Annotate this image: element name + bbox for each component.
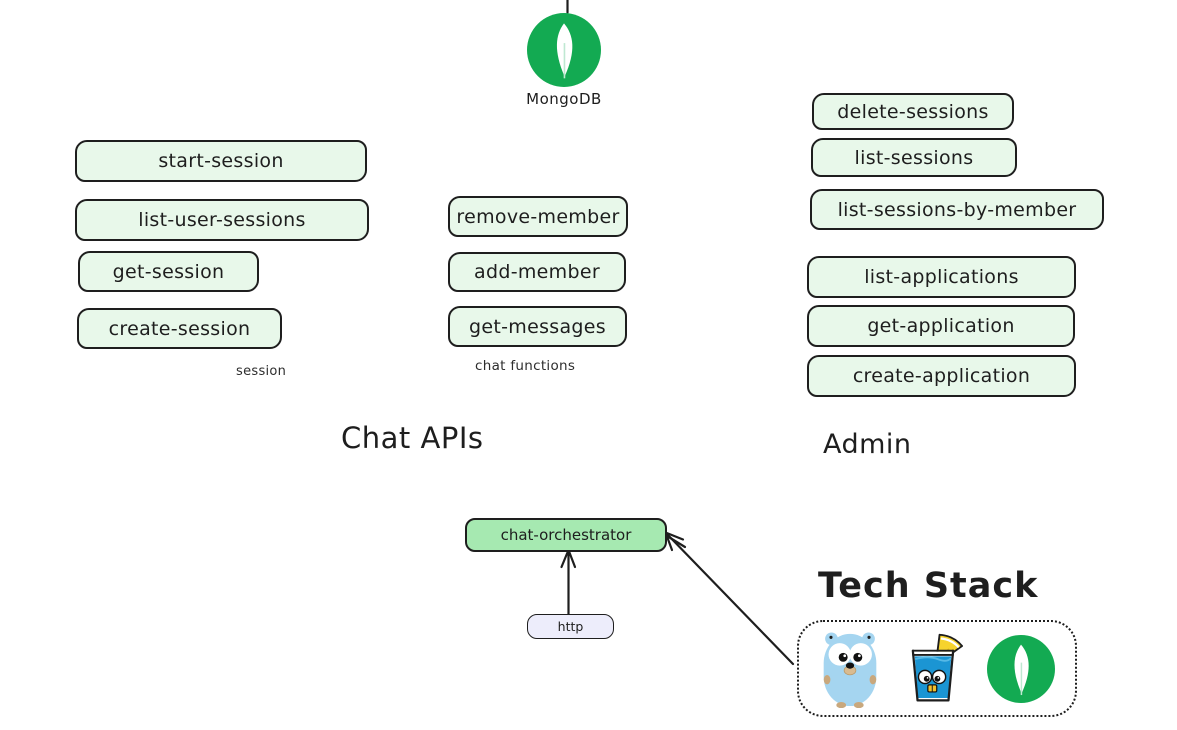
- http-node: http: [527, 614, 614, 639]
- api-box-get-application: get-application: [807, 305, 1075, 347]
- api-box-list-applications: list-applications: [807, 256, 1076, 298]
- api-box-get-messages: get-messages: [448, 306, 627, 347]
- api-box-create-application: create-application: [807, 355, 1076, 397]
- api-box-list-sessions-by-member: list-sessions-by-member: [810, 189, 1104, 230]
- mongodb-node: MongoDB: [514, 13, 614, 108]
- admin-heading: Admin: [823, 429, 912, 460]
- api-box-create-session: create-session: [77, 308, 282, 349]
- api-box-list-user-sessions: list-user-sessions: [75, 199, 369, 241]
- api-box-get-session: get-session: [78, 251, 259, 292]
- mongodb-icon: [527, 13, 601, 87]
- tech-stack-box: [797, 620, 1077, 717]
- mongodb-techstack-icon: [986, 634, 1055, 703]
- api-box-add-member: add-member: [448, 252, 626, 292]
- api-box-delete-sessions: delete-sessions: [812, 93, 1014, 130]
- chat-functions-group-caption: chat functions: [475, 358, 576, 374]
- session-group-caption: session: [236, 364, 287, 379]
- api-box-start-session: start-session: [75, 140, 367, 182]
- mongodb-label: MongoDB: [526, 90, 602, 108]
- tech-stack-heading: Tech Stack: [818, 566, 1039, 606]
- gin-icon: [911, 633, 963, 702]
- chat-apis-heading: Chat APIs: [341, 421, 484, 455]
- api-box-list-sessions: list-sessions: [811, 138, 1017, 177]
- chat-orchestrator-node: chat-orchestrator: [465, 518, 667, 552]
- api-box-remove-member: remove-member: [448, 196, 628, 237]
- go-gopher-icon: [823, 631, 876, 708]
